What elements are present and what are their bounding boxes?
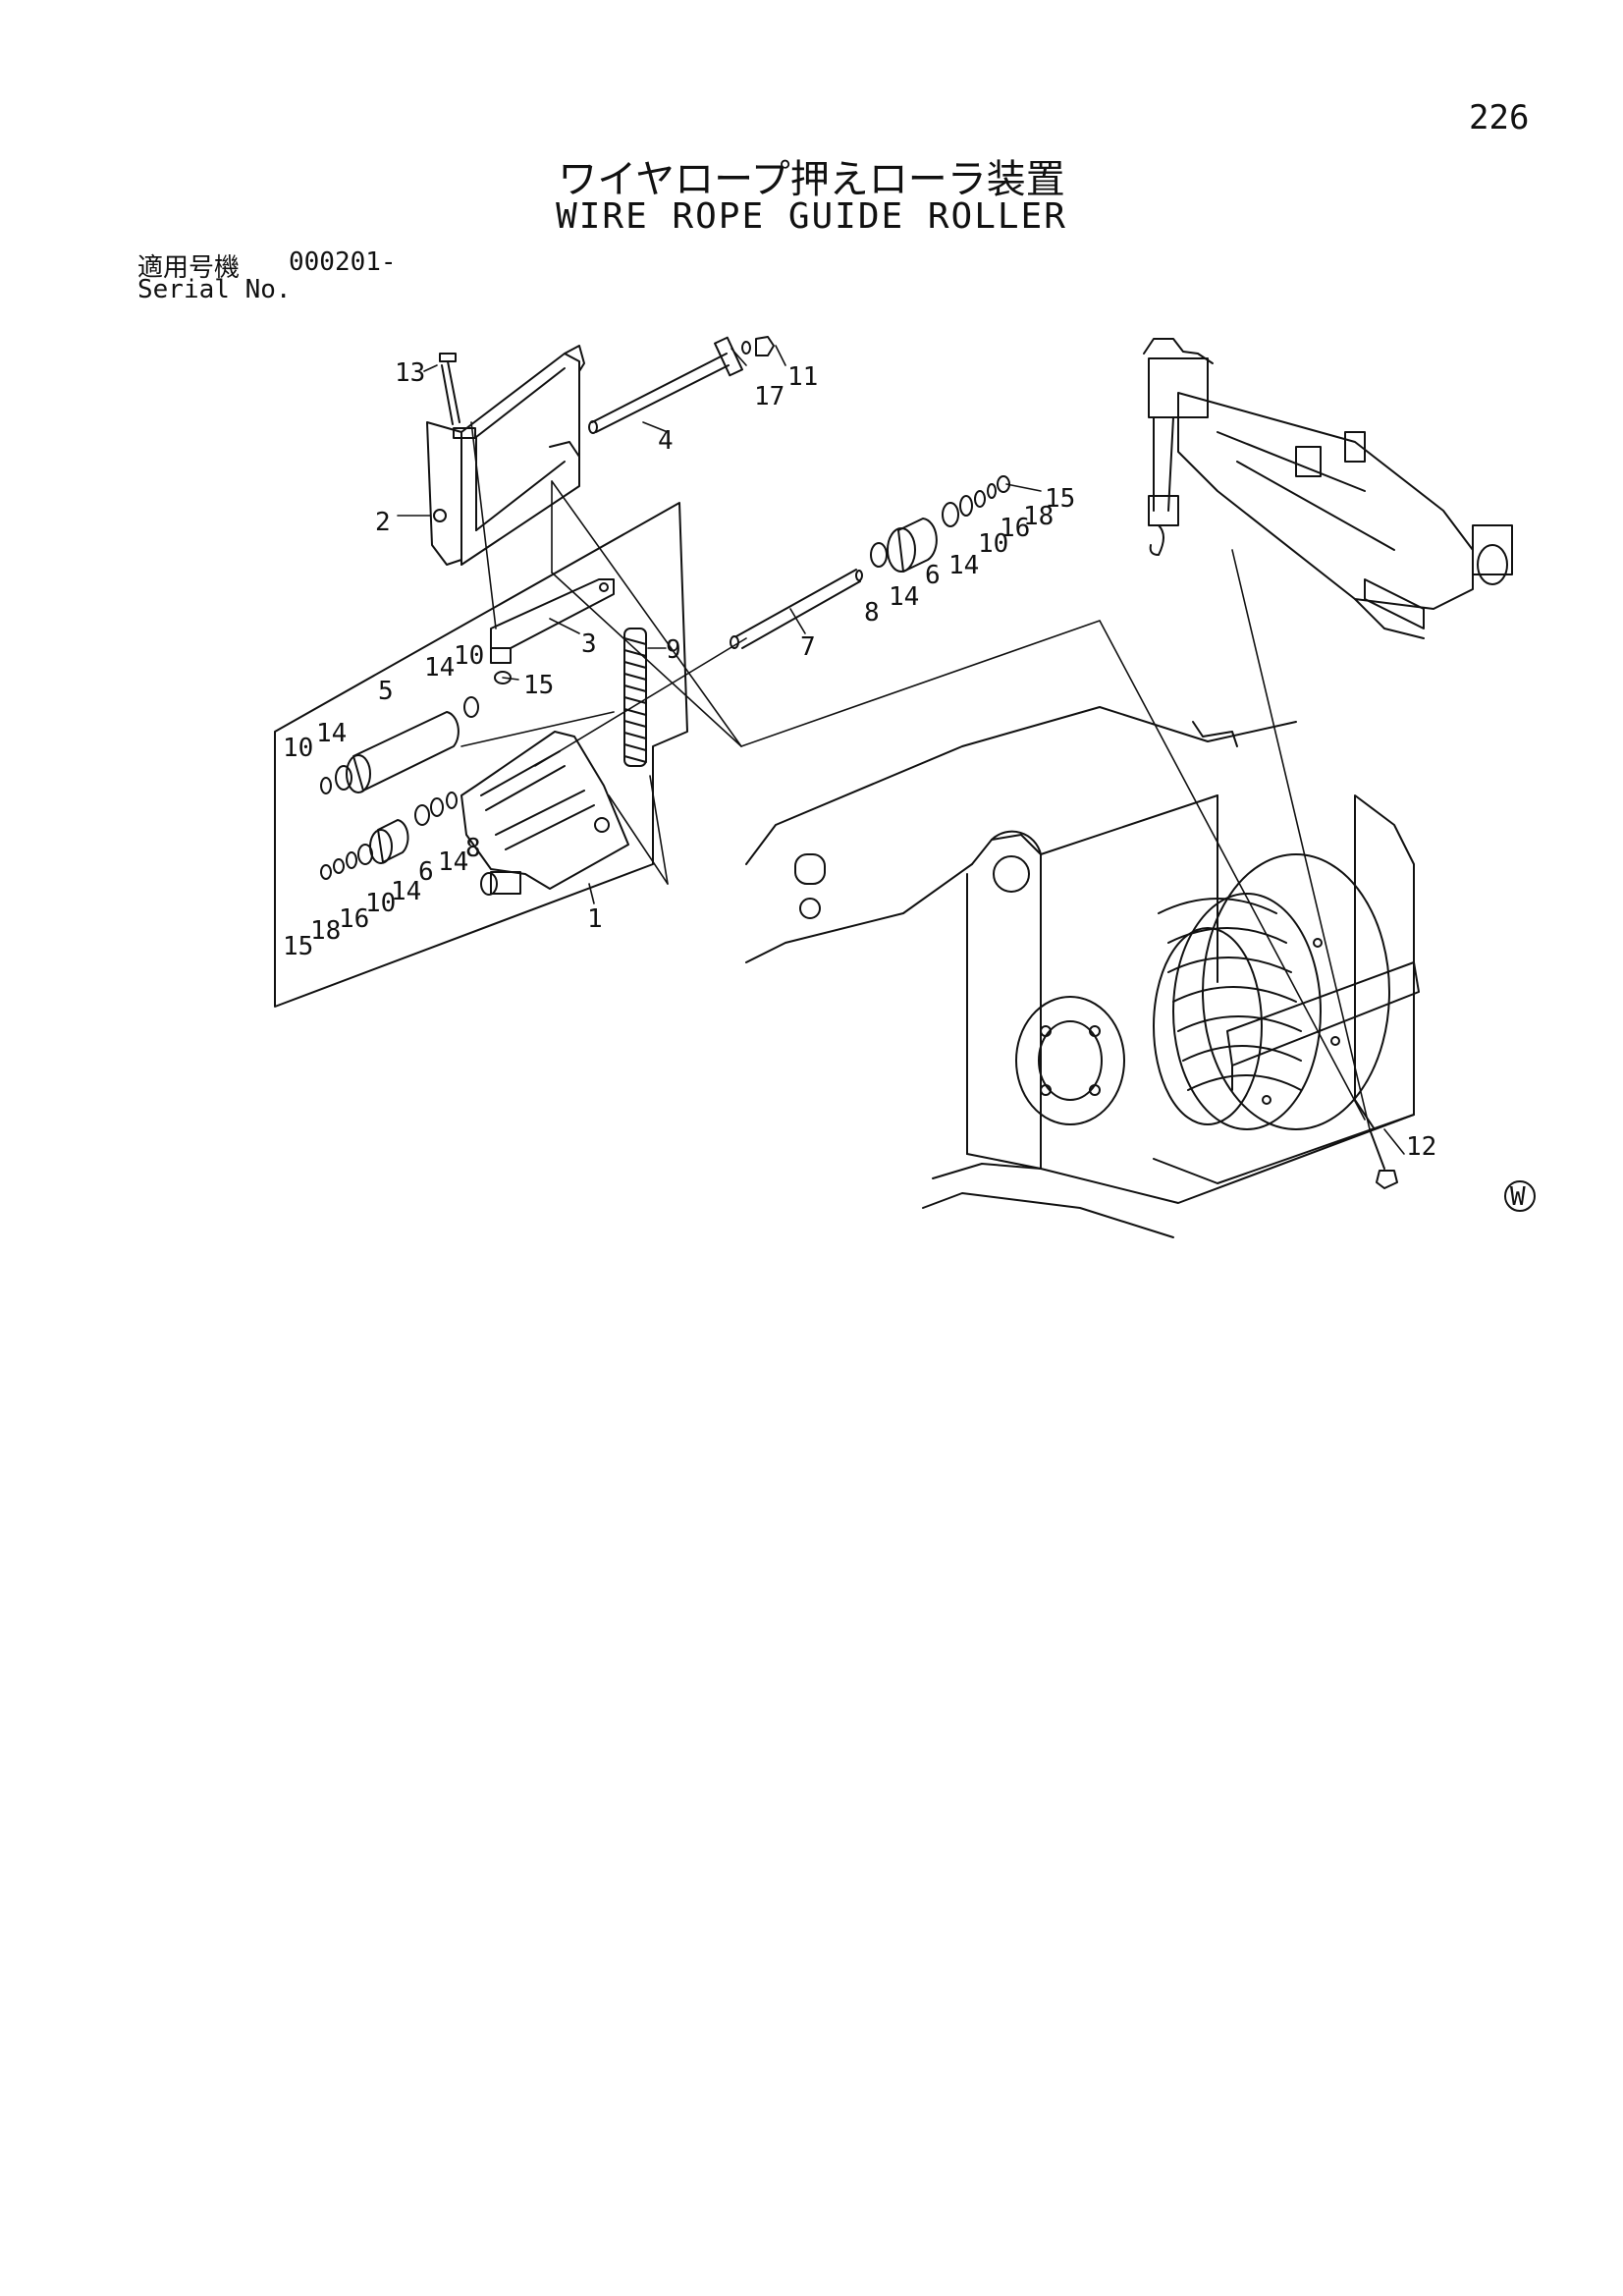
part-roller-left bbox=[320, 792, 458, 880]
callout-16: 16 bbox=[1000, 514, 1030, 543]
callout-14: 14 bbox=[424, 653, 455, 683]
page-number: 226 bbox=[1469, 98, 1530, 137]
part-lever-plate bbox=[490, 578, 615, 684]
winch-assembly bbox=[745, 706, 1420, 1238]
callout-15: 15 bbox=[283, 932, 313, 961]
callout-14: 14 bbox=[316, 719, 347, 748]
callout-16: 16 bbox=[339, 904, 369, 934]
part-bolt bbox=[439, 353, 460, 425]
callout-6: 6 bbox=[418, 857, 434, 887]
callout-5: 5 bbox=[378, 677, 394, 706]
serial-number-value: 000201- bbox=[289, 247, 397, 277]
part-long-pin bbox=[588, 336, 743, 434]
assembly-boundary bbox=[274, 502, 688, 1008]
callout-4: 4 bbox=[658, 426, 674, 456]
callout-15: 15 bbox=[1045, 484, 1075, 514]
part-spring bbox=[623, 628, 647, 767]
page-title-japanese: ワイヤロープ押えローラ装置 bbox=[558, 157, 1065, 202]
callout-17: 17 bbox=[754, 382, 784, 411]
callout-13: 13 bbox=[395, 358, 425, 388]
callout-18: 18 bbox=[1023, 502, 1054, 531]
callout-14: 14 bbox=[948, 551, 979, 580]
callout-10: 10 bbox=[283, 734, 313, 763]
callout-18: 18 bbox=[310, 916, 341, 946]
callout-8: 8 bbox=[465, 834, 481, 863]
callout-15: 15 bbox=[523, 671, 554, 700]
serial-label-english: Serial No. bbox=[137, 275, 292, 304]
part-washer-nut bbox=[741, 336, 775, 356]
callout-12: 12 bbox=[1406, 1132, 1436, 1162]
callout-3: 3 bbox=[581, 629, 597, 659]
callout-labels: 13 17 11 4 2 3 9 15 14 10 5 10 14 8 14 6… bbox=[283, 358, 1436, 1162]
w-mark-letter: W bbox=[1510, 1182, 1526, 1212]
leader-lines bbox=[397, 345, 1405, 1155]
page-title-english: WIRE ROPE GUIDE ROLLER bbox=[556, 196, 1067, 237]
callout-10: 10 bbox=[454, 641, 484, 671]
part-bolt-bottom bbox=[1369, 1128, 1398, 1189]
part-roller-tube bbox=[320, 696, 479, 794]
callout-11: 11 bbox=[787, 362, 818, 392]
callout-6: 6 bbox=[925, 561, 941, 590]
serial-label-japanese: 適用号機 bbox=[137, 253, 241, 283]
part-lower-bracket bbox=[460, 731, 629, 896]
callout-14: 14 bbox=[438, 847, 468, 877]
callout-7: 7 bbox=[800, 632, 816, 662]
callout-8: 8 bbox=[864, 598, 880, 628]
callout-2: 2 bbox=[375, 508, 391, 537]
callout-14: 14 bbox=[391, 877, 421, 906]
callout-14: 14 bbox=[889, 582, 919, 612]
callout-10: 10 bbox=[365, 889, 396, 918]
callout-9: 9 bbox=[666, 635, 681, 665]
w-mark: W bbox=[1504, 1180, 1536, 1212]
callout-10: 10 bbox=[978, 529, 1008, 559]
callout-1: 1 bbox=[587, 904, 603, 934]
part-pin-right bbox=[730, 569, 863, 649]
part-bracket-frame bbox=[426, 345, 585, 566]
crane-thumbnail bbox=[1143, 338, 1513, 639]
